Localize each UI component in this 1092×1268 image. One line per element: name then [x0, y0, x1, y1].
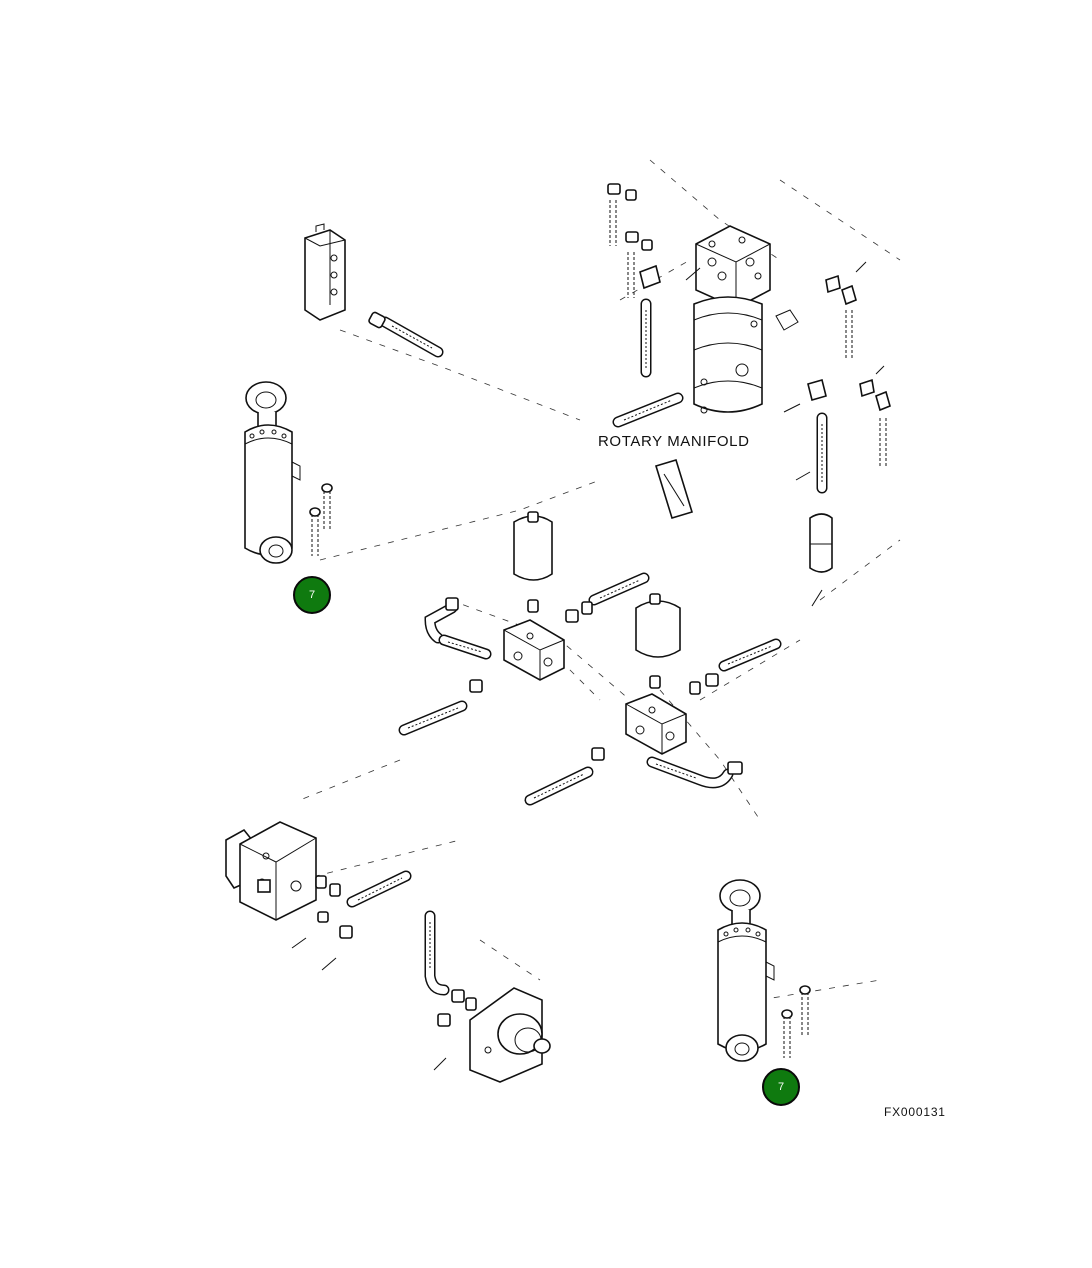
rotary-manifold-label: ROTARY MANIFOLD	[598, 433, 750, 450]
hydraulic-cylinder-left	[244, 381, 333, 564]
tick-leaders	[291, 261, 885, 1071]
manifold-spacers	[654, 459, 833, 573]
manifold-fittings-left	[607, 183, 684, 428]
valve-block-center-lower	[625, 693, 687, 755]
hydraulic-motor-center	[424, 910, 551, 1083]
callout-badge-right-cylinder[interactable]: 7	[762, 1068, 800, 1106]
figure-id-label: FX000131	[884, 1105, 946, 1119]
manifold-fittings-right	[807, 274, 891, 494]
hose-top-left	[368, 311, 444, 358]
valve-block-center-upper	[503, 619, 565, 681]
hydraulic-cylinder-right	[717, 879, 811, 1062]
accumulator-lower	[635, 593, 681, 689]
hydraulic-motor-left	[225, 821, 412, 939]
accumulator-upper	[513, 511, 553, 613]
callout-badge-left-cylinder[interactable]: 7	[293, 576, 331, 614]
rotary-manifold	[693, 225, 799, 414]
leader-lines	[299, 159, 901, 1001]
valve-block-top-left	[304, 223, 346, 321]
center-hoses	[398, 572, 782, 806]
